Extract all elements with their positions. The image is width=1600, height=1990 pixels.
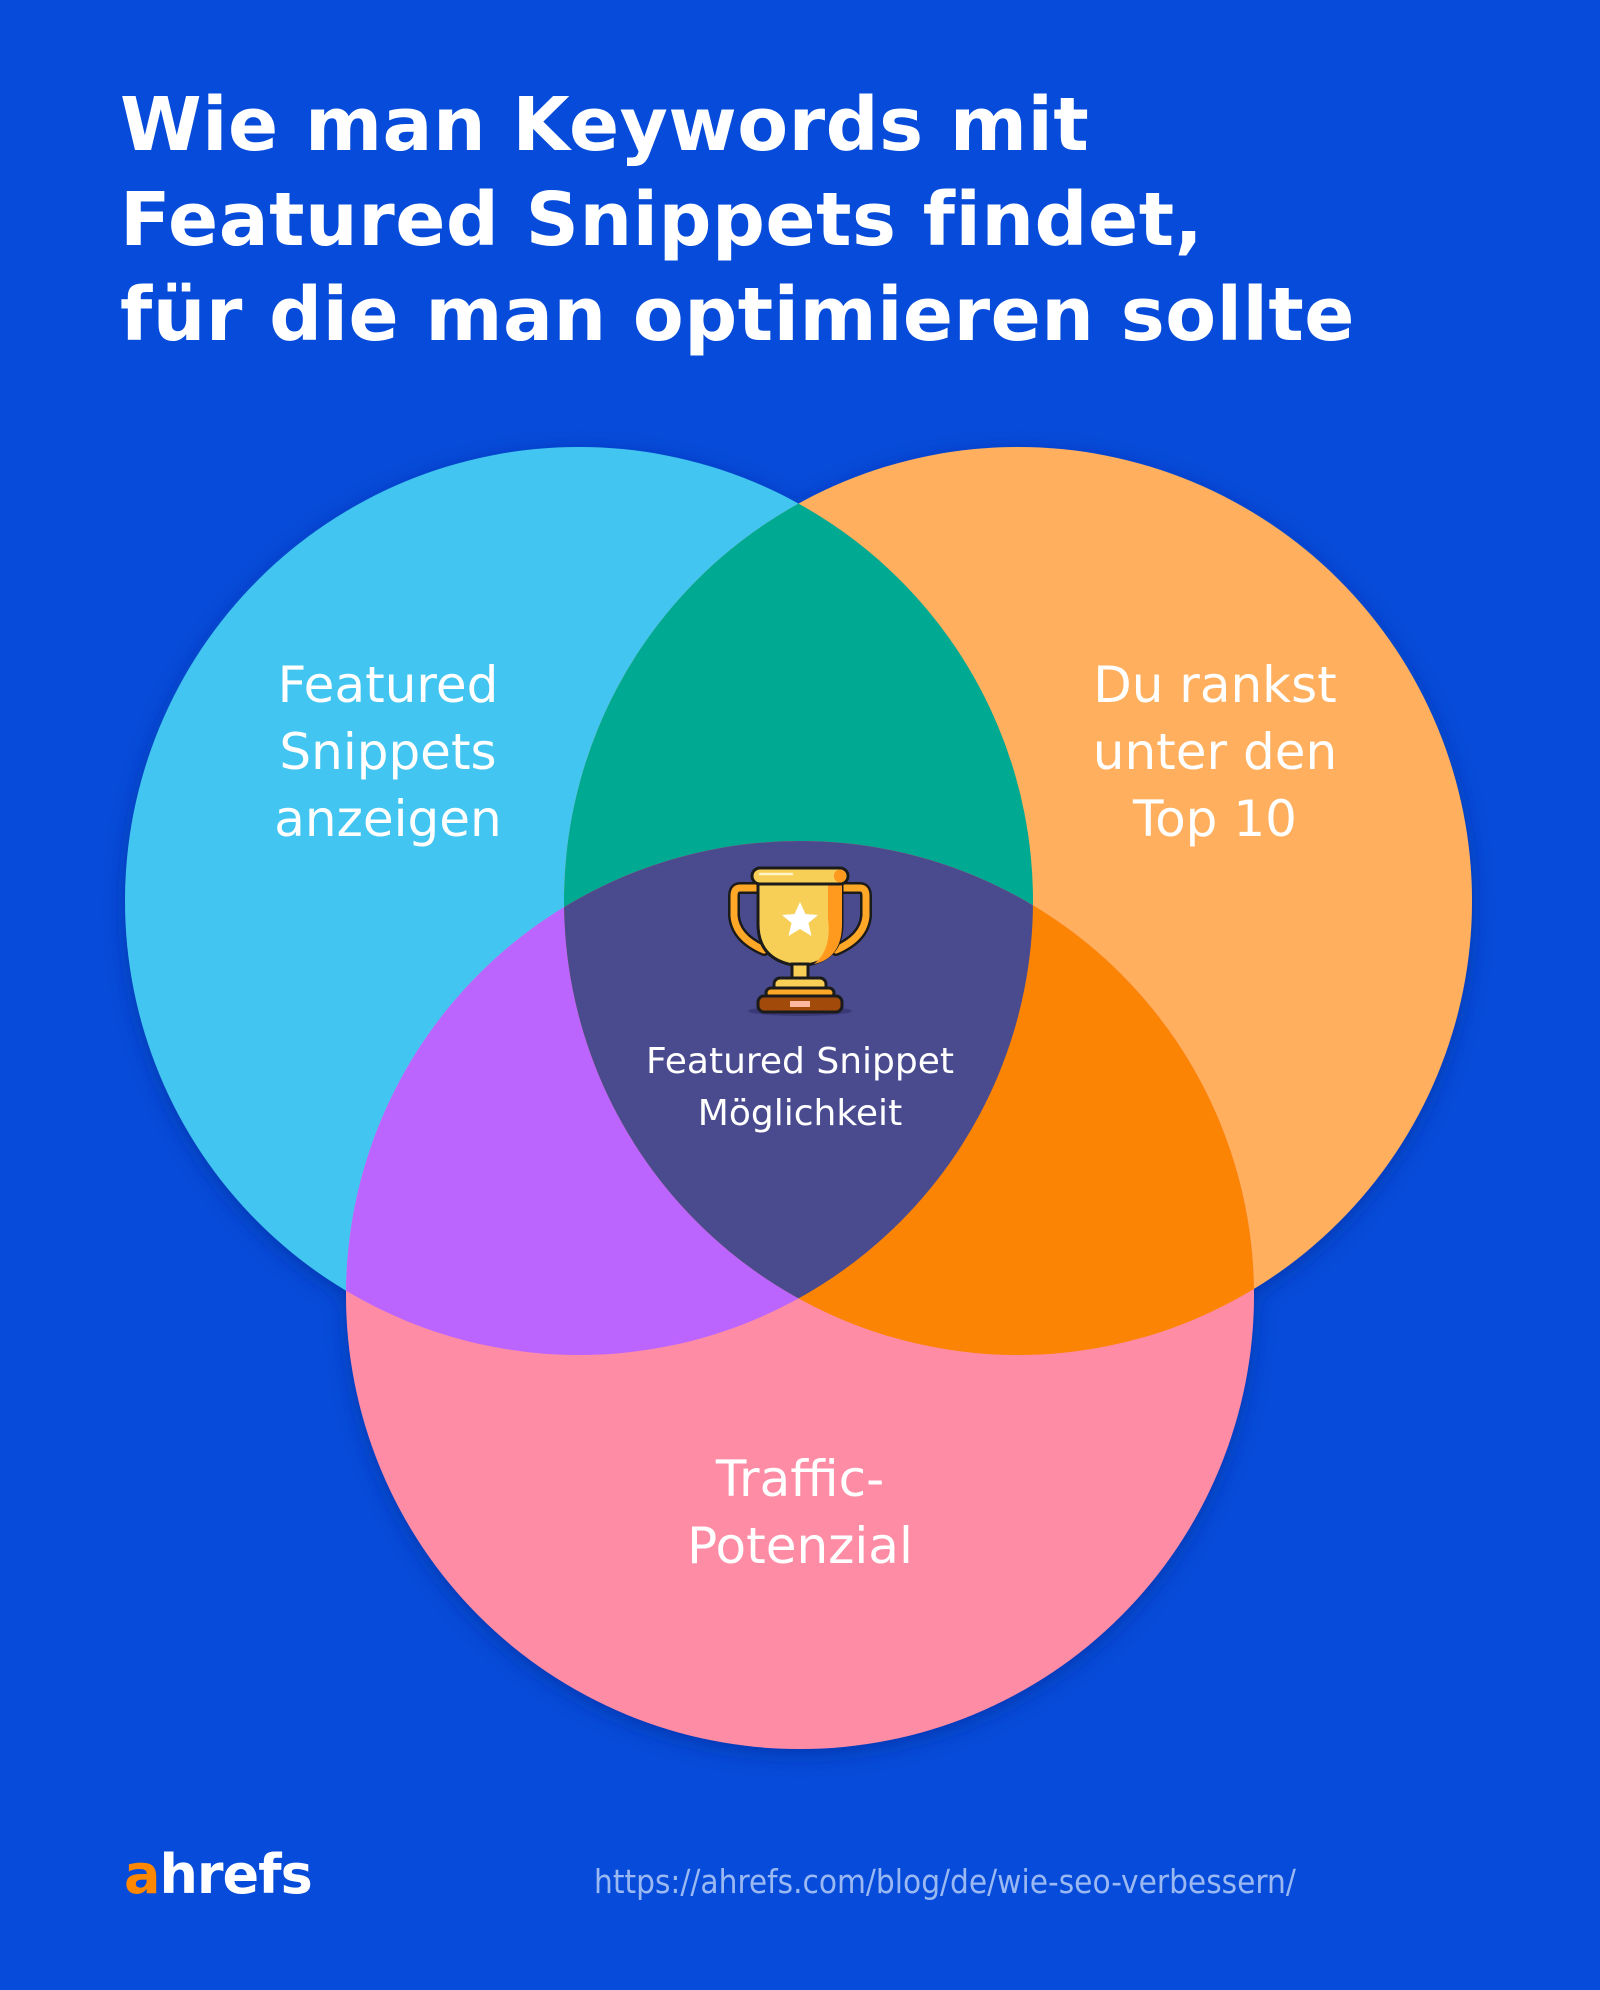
label-featured-snippet-opportunity: Featured Snippet Möglichkeit (560, 1036, 1040, 1140)
label-line: Möglichkeit (697, 1093, 903, 1134)
logo-rest: hrefs (159, 1843, 312, 1906)
label-line: Potenzial (687, 1517, 913, 1575)
ahrefs-logo: ahrefs (124, 1843, 313, 1906)
source-url[interactable]: https://ahrefs.com/blog/de/wie-seo-verbe… (594, 1862, 1296, 1901)
logo-accent: a (124, 1843, 160, 1906)
title-line-1: Wie man Keywords mit (120, 82, 1090, 168)
label-featured-snippets: Featured Snippets anzeigen (238, 652, 538, 853)
label-line: anzeigen (274, 790, 502, 848)
label-top-10: Du rankst unter den Top 10 (1040, 652, 1390, 853)
label-traffic-potential: Traffic- Potenzial (600, 1446, 1000, 1580)
label-line: Top 10 (1133, 790, 1297, 848)
page-title: Wie man Keywords mit Featured Snippets f… (120, 78, 1355, 363)
label-line: Traffic- (715, 1450, 885, 1508)
trophy-icon (728, 866, 872, 1016)
title-line-3: für die man optimieren sollte (120, 272, 1355, 358)
label-line: unter den (1092, 723, 1338, 781)
label-line: Featured Snippet (646, 1041, 954, 1082)
label-line: Du rankst (1093, 656, 1337, 714)
title-line-2: Featured Snippets findet, (120, 177, 1204, 263)
label-line: Featured (277, 656, 499, 714)
label-line: Snippets (279, 723, 497, 781)
